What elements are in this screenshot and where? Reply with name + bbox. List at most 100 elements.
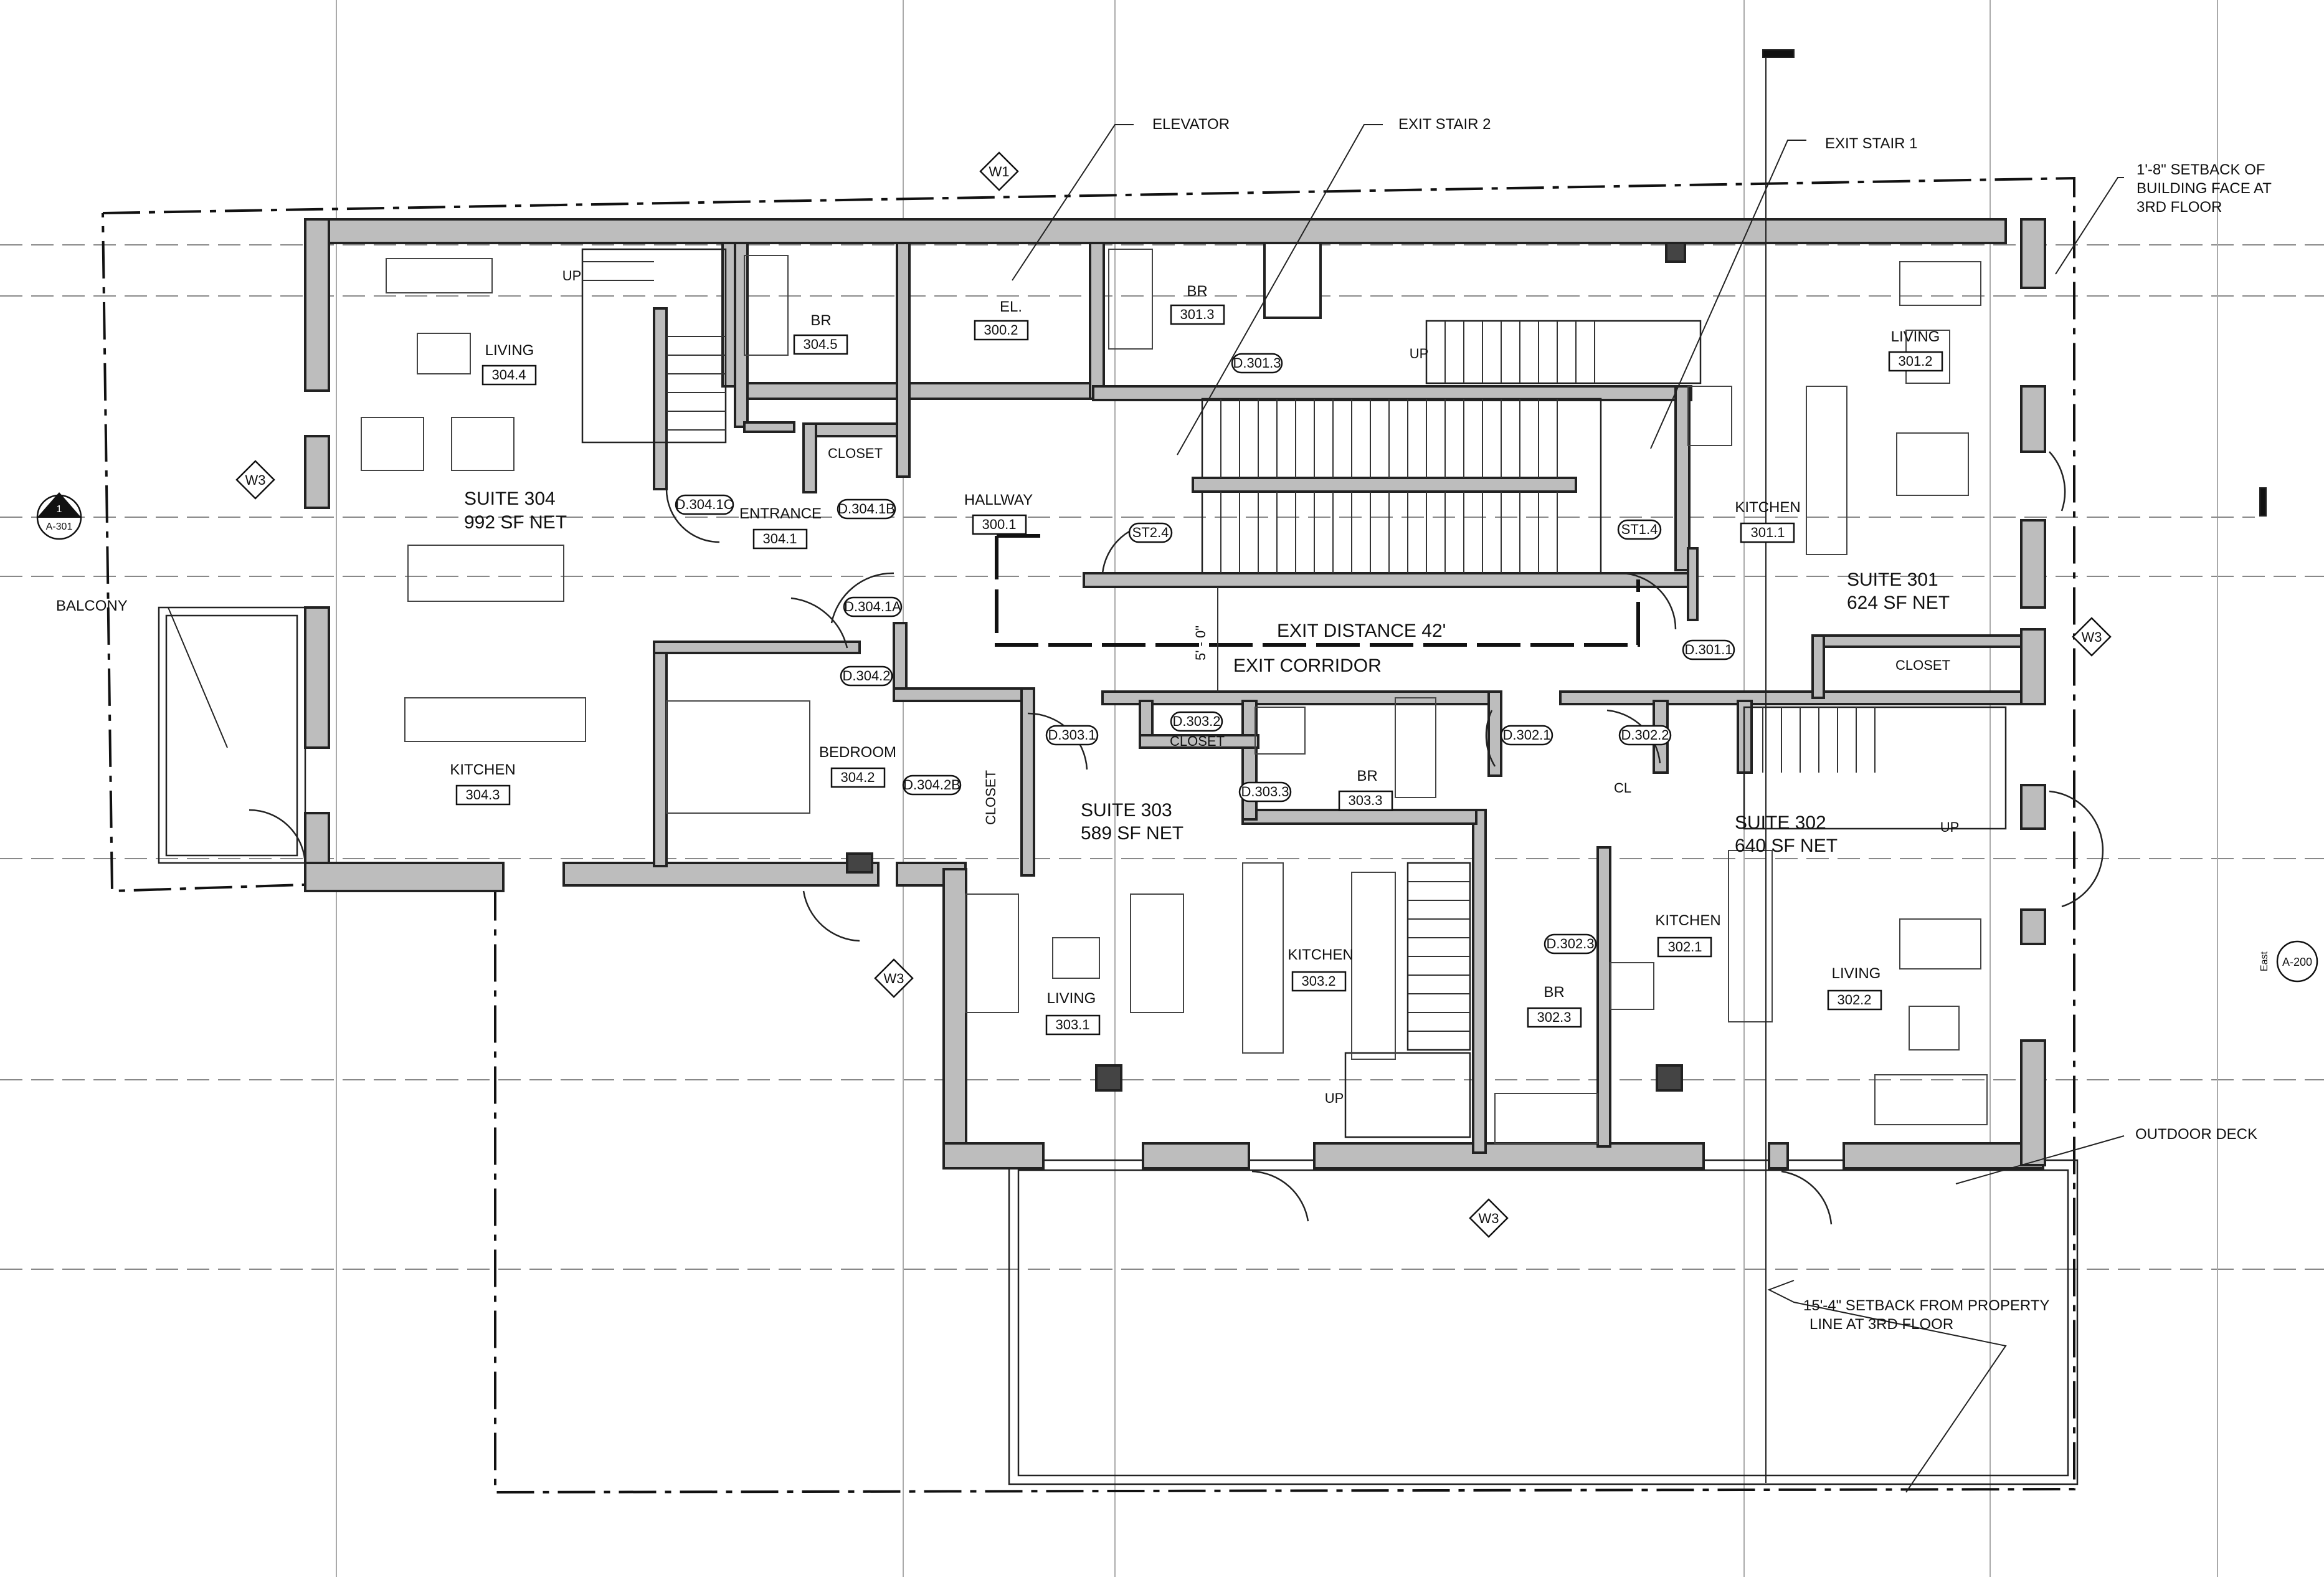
exit-path <box>995 534 1640 692</box>
elevator-label: EL. <box>1000 298 1022 315</box>
leader-lines <box>168 49 2267 1493</box>
up-label: UP <box>562 268 582 283</box>
exit-distance-label: EXIT DISTANCE 42' <box>1277 621 1446 641</box>
svg-text:East: East <box>2259 951 2270 971</box>
door-tag: D.303.2 <box>1172 713 1220 729</box>
wall-type-marker: W3 <box>235 460 275 500</box>
walls <box>304 218 2046 1170</box>
door-tag: ST1.4 <box>1621 522 1658 537</box>
s302-br-tag: 302.3 <box>1537 1009 1571 1025</box>
door-tag: D.304.2 <box>842 668 890 684</box>
setback-top-callout: 3RD FLOOR <box>2137 199 2222 216</box>
callouts: ELEVATOR EXIT STAIR 2 EXIT STAIR 1 1'-8"… <box>56 116 2272 1333</box>
door-tag: D.302.2 <box>1621 727 1669 743</box>
s301-kitchen-tag: 301.1 <box>1750 525 1785 540</box>
setback-property-callout: LINE AT 3RD FLOOR <box>1809 1316 1953 1333</box>
suite-304-name: SUITE 304 <box>464 488 556 509</box>
exit-corridor-label: EXIT CORRIDOR <box>1233 655 1382 676</box>
s304-entrance-label: ENTRANCE <box>739 505 822 522</box>
elevation-marker: A-200 East <box>2259 940 2318 983</box>
wall-type-marker: W3 <box>874 958 914 998</box>
s302-living-tag: 302.2 <box>1837 992 1871 1008</box>
hallway-tag: 300.1 <box>982 517 1016 532</box>
s303-living-label: LIVING <box>1047 990 1096 1007</box>
svg-text:W3: W3 <box>245 472 266 488</box>
s304-kitchen-label: KITCHEN <box>450 761 515 778</box>
svg-text:A-301: A-301 <box>46 522 73 532</box>
balcony-callout: BALCONY <box>56 598 128 614</box>
elevator-callout: ELEVATOR <box>1152 116 1230 133</box>
s304-living-tag: 304.4 <box>491 367 526 383</box>
suite-303-name: SUITE 303 <box>1081 800 1172 821</box>
s303-br-tag: 303.3 <box>1348 793 1382 808</box>
door-tags: D.301.3 ST2.4 ST1.4 D.301.1 D.304.1C D.3… <box>675 353 1735 955</box>
dimension-label: 5' - 0" <box>1193 626 1208 660</box>
suite-303-area: 589 SF NET <box>1081 823 1183 844</box>
room-labels: EL. 300.2 HALLWAY 300.1 BR 301.3 LIVING … <box>450 268 1959 1106</box>
s301-br-tag: 301.3 <box>1180 307 1214 322</box>
hallway-label: HALLWAY <box>964 492 1033 508</box>
up-label: UP <box>1325 1090 1344 1106</box>
door-tag: D.304.2B <box>903 777 960 793</box>
exit-stair-2-callout: EXIT STAIR 2 <box>1398 116 1491 133</box>
door-tag: D.304.1B <box>838 501 895 517</box>
balcony <box>158 606 306 864</box>
s304-br-label: BR <box>810 312 831 329</box>
s304-kitchen-tag: 304.3 <box>465 787 500 803</box>
door-tag: D.304.1C <box>676 497 734 512</box>
s302-kitchen-label: KITCHEN <box>1655 912 1720 929</box>
section-marker: 1 A-301 <box>36 492 82 540</box>
s301-kitchen-label: KITCHEN <box>1735 499 1800 516</box>
s304-bedroom-label: BEDROOM <box>819 744 896 761</box>
closet-label: CLOSET <box>1895 657 1950 673</box>
closet-label: CLOSET <box>983 770 998 825</box>
svg-text:W3: W3 <box>2082 629 2102 645</box>
s301-living-label: LIVING <box>1891 328 1940 345</box>
door-tag: D.301.1 <box>1684 642 1732 657</box>
door-tag: D.302.1 <box>1502 727 1550 743</box>
s303-br-label: BR <box>1357 768 1377 784</box>
closet-label: CLOSET <box>828 445 883 461</box>
suite-301-name: SUITE 301 <box>1847 569 1938 590</box>
door-tag: D.303.1 <box>1048 727 1096 743</box>
closet-label: CLOSET <box>1170 733 1225 749</box>
s304-living-label: LIVING <box>485 342 534 359</box>
elevator-tag: 300.2 <box>984 322 1018 338</box>
exit-stair-1-callout: EXIT STAIR 1 <box>1825 135 1918 152</box>
s303-kitchen-label: KITCHEN <box>1288 946 1353 963</box>
suite-302-area: 640 SF NET <box>1735 836 1838 856</box>
door-swings <box>249 451 2104 1225</box>
svg-text:A-200: A-200 <box>2282 956 2312 968</box>
s301-living-tag: 301.2 <box>1898 353 1932 369</box>
s302-kitchen-tag: 302.1 <box>1667 939 1702 955</box>
wall-type-marker: W3 <box>2072 617 2112 657</box>
suite-302-name: SUITE 302 <box>1735 812 1826 833</box>
s301-br-label: BR <box>1187 283 1207 300</box>
svg-text:W3: W3 <box>1479 1211 1499 1226</box>
suite-304-area: 992 SF NET <box>464 512 567 533</box>
door-tag: ST2.4 <box>1132 525 1169 540</box>
setback-top-callout: 1'-8" SETBACK OF <box>2137 161 2265 178</box>
furniture <box>361 249 1988 1144</box>
suite-labels: SUITE 304 992 SF NET SUITE 301 624 SF NE… <box>464 488 1950 856</box>
suite-301-area: 624 SF NET <box>1847 593 1950 613</box>
svg-text:1: 1 <box>57 504 62 515</box>
svg-text:W3: W3 <box>884 971 904 986</box>
s303-kitchen-tag: 303.2 <box>1301 973 1335 989</box>
wall-type-marker: W1 <box>979 151 1019 191</box>
s302-br-label: BR <box>1544 984 1564 1001</box>
stairs <box>581 248 2007 1138</box>
door-tag: D.303.3 <box>1241 784 1289 799</box>
markers: W1 W3 W3 W3 W3 1 A-301 A-200 East <box>36 151 2318 1238</box>
s304-entrance-tag: 304.1 <box>762 531 797 546</box>
wall-type-marker: W3 <box>1469 1198 1509 1238</box>
setback-property-callout: 15'-4" SETBACK FROM PROPERTY <box>1803 1297 2049 1314</box>
svg-text:W1: W1 <box>989 164 1010 179</box>
cl-label: CL <box>1614 780 1631 796</box>
setback-top-callout: BUILDING FACE AT <box>2137 180 2272 197</box>
outdoor-deck-callout: OUTDOOR DECK <box>2135 1126 2257 1143</box>
door-tag: D.301.3 <box>1233 355 1281 371</box>
door-tag: D.304.1A <box>844 599 901 614</box>
